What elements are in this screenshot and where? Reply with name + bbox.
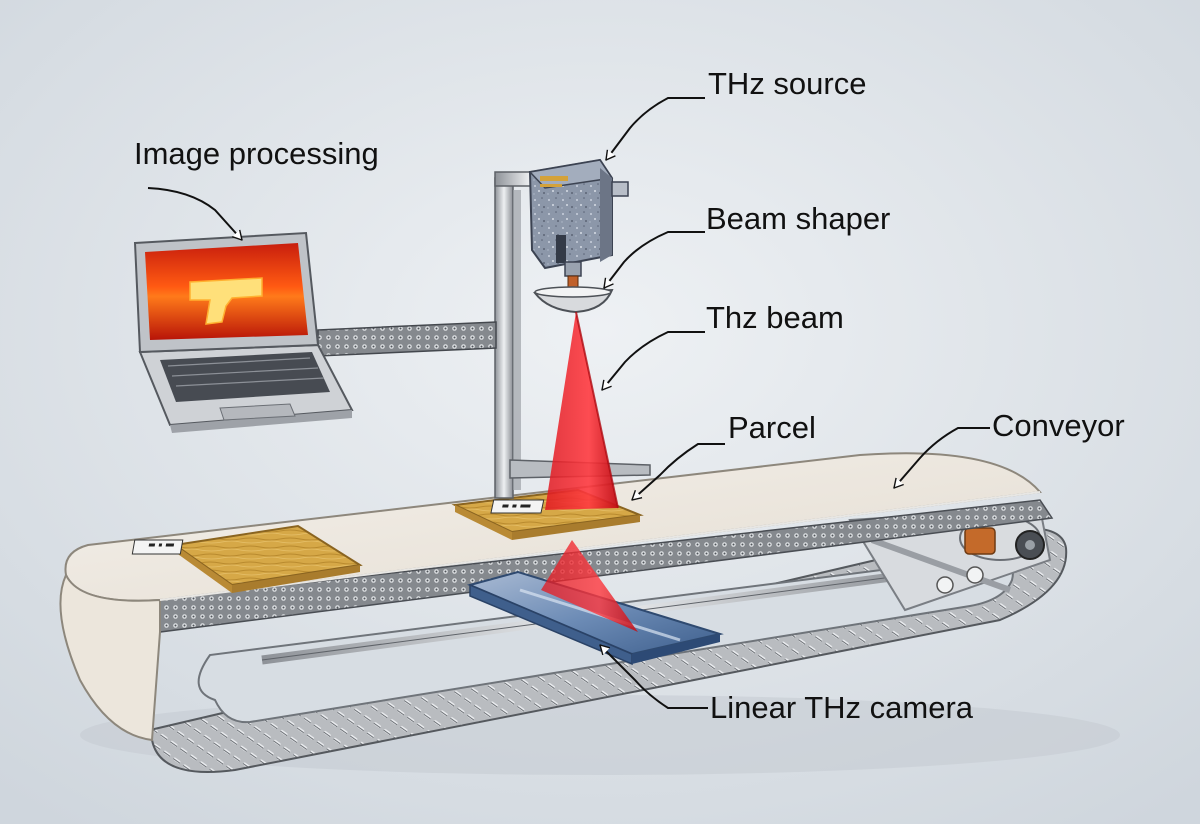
callout-linear-camera [599,644,708,709]
label-linear-thz-camera: Linear THz camera [710,690,974,725]
callout-thz-source [605,97,705,161]
callout-parcel [631,443,725,501]
callout-lines [147,97,990,709]
thz-source [528,158,629,289]
label-conveyor: Conveyor [992,408,1125,443]
beam-shaper [533,286,614,314]
callout-beam-shaper [603,231,705,289]
callout-conveyor [893,427,990,489]
label-thz-beam: Thz beam [706,300,844,335]
label-parcel: Parcel [728,410,816,445]
laptop [133,231,354,433]
thz-beam-lower [541,540,638,632]
callout-image-processing [147,187,243,241]
pistol-image [189,277,263,325]
label-thz-source: THz source [708,66,867,101]
parcel-left [131,524,363,593]
label-beam-shaper: Beam shaper [706,201,891,236]
label-image-processing: Image processing [134,136,379,171]
thz-beam [545,312,618,510]
callout-thz-beam [601,331,705,391]
